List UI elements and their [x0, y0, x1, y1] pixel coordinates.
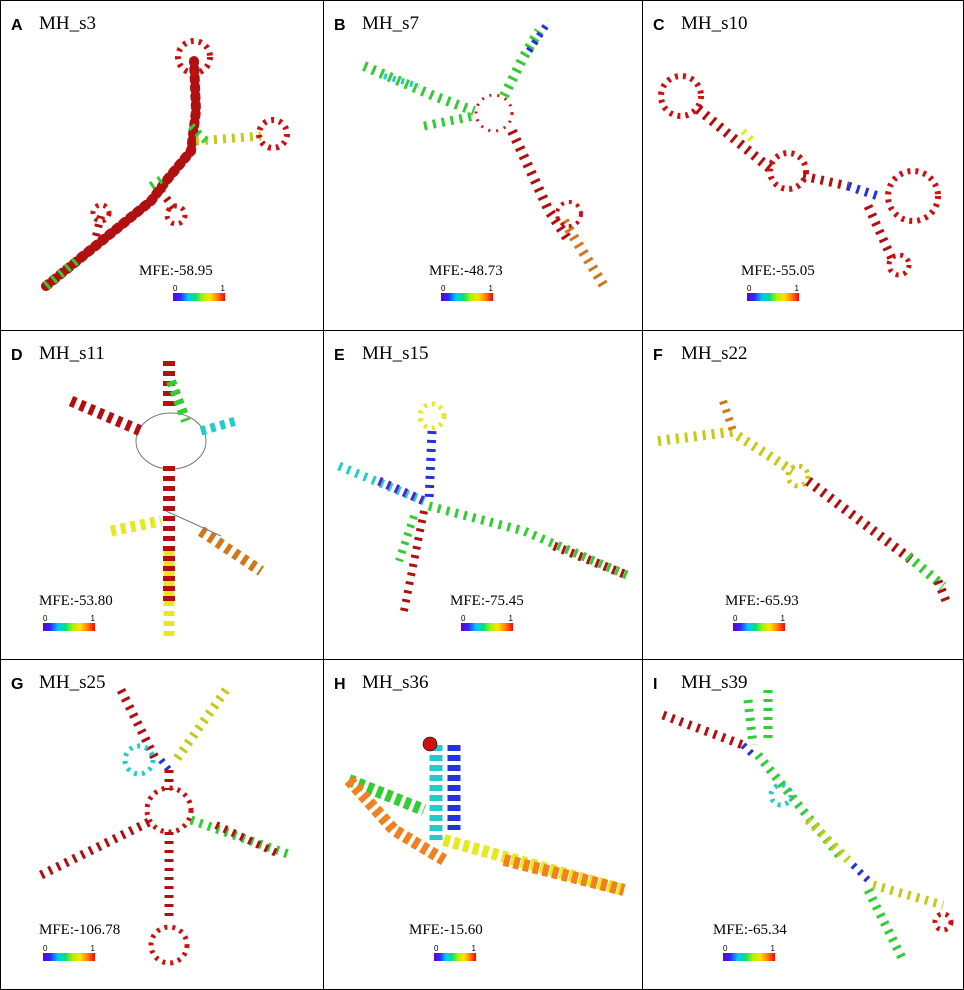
- colorbar-max: 1: [794, 284, 799, 293]
- panel-title: MH_s22: [681, 343, 748, 364]
- rna-structure-c: [658, 73, 941, 278]
- colorbar-min: 0: [434, 944, 439, 953]
- panel-letter: D: [11, 347, 23, 364]
- panel-title: MH_s7: [362, 13, 420, 34]
- panel-d: D MH_s11 MFE:-53.80 0 1: [0, 330, 324, 660]
- panel-title: MH_s10: [681, 13, 748, 34]
- colorbar-max: 1: [780, 614, 785, 623]
- colorbar-min: 0: [461, 614, 466, 623]
- colorbar: 0 1: [441, 284, 493, 301]
- panel-title: MH_s39: [681, 672, 748, 693]
- mfe-label: MFE:-55.05: [741, 263, 815, 279]
- mfe-label: MFE:-65.34: [713, 922, 787, 938]
- panel-title: MH_s15: [362, 343, 429, 364]
- colorbar: 0 1: [723, 944, 775, 961]
- panel-f: F MH_s22 MFE:-65.93 0 1: [642, 330, 964, 660]
- colorbar-min: 0: [733, 614, 738, 623]
- mfe-label: MFE:-58.95: [139, 263, 213, 279]
- panel-g: G MH_s25 MFE:-106.78 0 1: [0, 659, 324, 990]
- mfe-label: MFE:-53.80: [39, 593, 113, 609]
- mfe-label: MFE:-65.93: [725, 593, 799, 609]
- colorbar: 0 1: [733, 614, 785, 631]
- colorbar-min: 0: [441, 284, 446, 293]
- colorbar: 0 1: [173, 284, 225, 301]
- panel-letter: C: [653, 17, 665, 34]
- panel-a: A MH_s3 MFE:-58.95 0 1: [0, 0, 324, 331]
- panel-title: MH_s3: [39, 13, 97, 34]
- panel-letter: I: [653, 676, 658, 693]
- colorbar: 0 1: [461, 614, 513, 631]
- panel-b: B MH_s7 MFE:-48.73 0 1: [323, 0, 643, 331]
- colorbar-max: 1: [471, 944, 476, 953]
- panel-i: I MH_s39 MFE:-65.34 0 1: [642, 659, 964, 990]
- panel-title: MH_s11: [39, 343, 105, 364]
- colorbar-max: 1: [488, 284, 493, 293]
- colorbar-min: 0: [723, 944, 728, 953]
- colorbar-max: 1: [770, 944, 775, 953]
- mfe-label: MFE:-15.60: [409, 922, 483, 938]
- colorbar: 0 1: [747, 284, 799, 301]
- rna-structure-g: [39, 687, 293, 966]
- rna-structure-f: [657, 399, 953, 608]
- colorbar: 0 1: [43, 944, 95, 961]
- panel-letter: H: [334, 676, 346, 693]
- colorbar: 0 1: [43, 614, 95, 631]
- mfe-label: MFE:-75.45: [450, 593, 524, 609]
- panel-h: H MH_s36 MFE:-15.60 0 1: [323, 659, 643, 990]
- panel-e: E MH_s15 MFE:-75.45 0 1: [323, 330, 643, 660]
- rna-structure-a: [41, 38, 290, 291]
- rna-structure-h: [344, 736, 626, 896]
- colorbar-max: 1: [508, 614, 513, 623]
- colorbar-min: 0: [43, 614, 48, 623]
- mfe-label: MFE:-48.73: [429, 263, 503, 279]
- mfe-label: MFE:-106.78: [39, 922, 121, 938]
- rna-structure-i: [661, 690, 954, 963]
- colorbar-max: 1: [90, 944, 95, 953]
- panel-title: MH_s36: [362, 672, 429, 693]
- rna-structure-d: [68, 361, 265, 641]
- colorbar-min: 0: [747, 284, 752, 293]
- colorbar-max: 1: [90, 614, 95, 623]
- panel-letter: B: [334, 17, 346, 34]
- rna-structure-e: [337, 401, 631, 612]
- panel-letter: E: [334, 347, 345, 364]
- colorbar: 0 1: [434, 944, 476, 961]
- colorbar-min: 0: [43, 944, 48, 953]
- colorbar-max: 1: [220, 284, 225, 293]
- rna-structure-b: [362, 19, 609, 289]
- panel-c: C MH_s10 MFE:-55.05 0 1: [642, 0, 964, 331]
- panel-letter: A: [11, 17, 23, 34]
- panel-title: MH_s25: [39, 672, 106, 693]
- panel-letter: G: [11, 676, 24, 693]
- colorbar-min: 0: [173, 284, 178, 293]
- panel-letter: F: [653, 347, 663, 364]
